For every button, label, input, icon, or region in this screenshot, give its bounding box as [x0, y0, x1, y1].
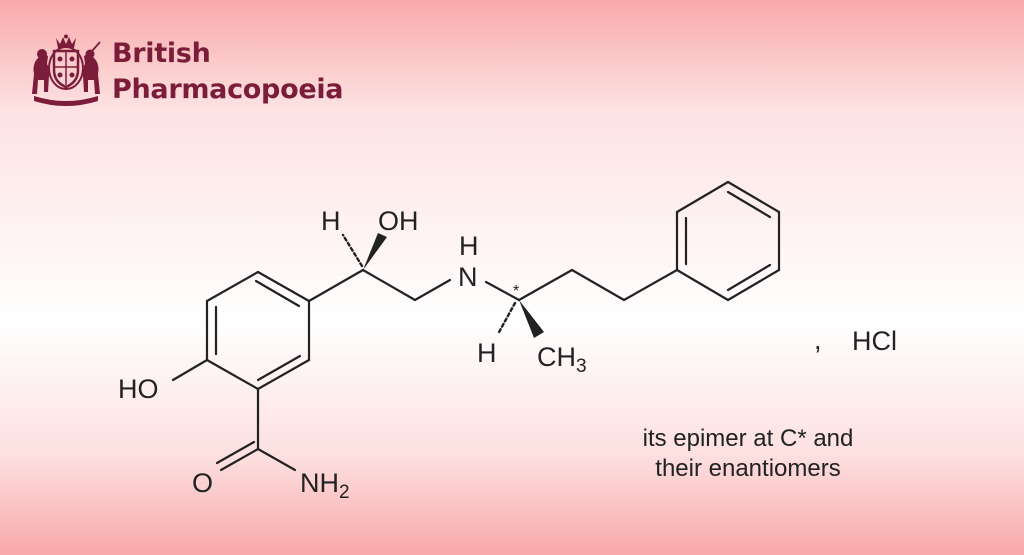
salt-label-hcl: HCl	[852, 326, 897, 356]
bond	[726, 190, 772, 219]
structure-wedges	[363, 233, 544, 338]
atom-label-h-top: H	[321, 206, 341, 236]
caption-line-1: its epimer at C* and	[642, 425, 854, 452]
royal-coat-of-arms-icon	[32, 34, 101, 106]
hashed-bond	[496, 301, 517, 336]
logo-text-line-2: Pharmacopoeia	[112, 74, 344, 105]
atom-label-ch3: CH3	[537, 342, 587, 377]
british-pharmacopoeia-logo: British Pharmacopoeia	[26, 32, 366, 112]
atom-label-oh: OH	[378, 206, 419, 236]
bond	[307, 268, 365, 303]
bond	[205, 270, 260, 303]
stereocenter-star: *	[513, 283, 519, 300]
bond	[171, 358, 209, 382]
bond	[361, 268, 417, 302]
bond	[256, 358, 311, 391]
structure-atom-labels: H OH H N * H CH3 HO O NH2 , HCl	[118, 206, 897, 503]
atom-label-nh2: NH2	[300, 468, 350, 503]
atom-label-nh-h: H	[459, 231, 479, 261]
atom-label-h-bottom: H	[477, 338, 497, 368]
bond	[517, 268, 574, 302]
bond	[219, 447, 260, 472]
bond	[256, 270, 311, 303]
atom-label-ho: HO	[118, 374, 159, 404]
bond	[413, 278, 452, 302]
atom-label-o: O	[192, 468, 213, 498]
bond	[256, 354, 302, 382]
bond	[215, 440, 256, 465]
salt-comma: ,	[814, 325, 822, 355]
bond	[726, 263, 772, 292]
caption-line-2: their enantiomers	[655, 455, 841, 482]
hashed-bond	[341, 233, 364, 268]
bond	[205, 358, 260, 391]
structure-bonds	[171, 180, 781, 472]
bond	[484, 280, 521, 302]
bond	[675, 268, 730, 302]
structure-caption: its epimer at C* and their enantiomers	[568, 424, 928, 484]
bond	[675, 180, 730, 214]
bond	[726, 180, 781, 214]
wedge-bond	[519, 300, 544, 338]
logo-text-line-1: British	[112, 38, 211, 69]
wedge-bond	[363, 233, 387, 270]
bond	[622, 268, 679, 302]
bond	[254, 279, 301, 308]
bond	[256, 447, 297, 472]
bond	[726, 268, 781, 302]
bond	[570, 268, 626, 302]
atom-label-n: N	[458, 262, 478, 292]
